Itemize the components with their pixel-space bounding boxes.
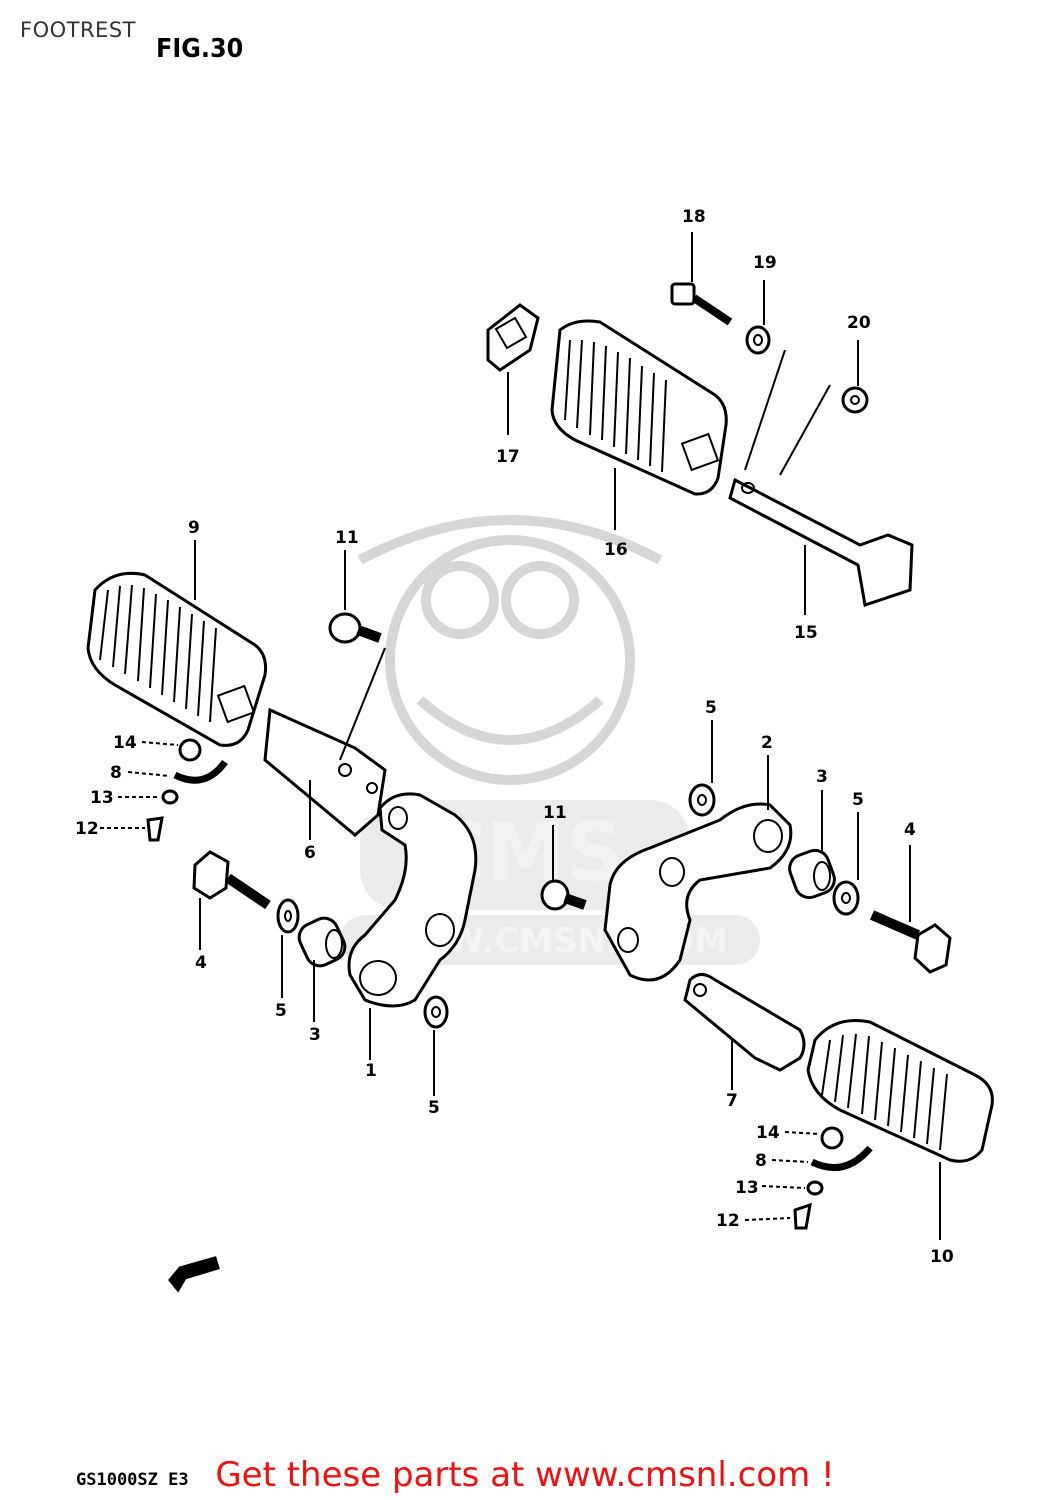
callout-11-left: 11	[335, 528, 359, 548]
callout-10: 10	[930, 1247, 954, 1267]
model-code: GS1000SZ E3	[76, 1470, 189, 1490]
callout-5-left-b: 5	[428, 1098, 440, 1118]
part-19-washer	[745, 280, 771, 355]
part-13-left	[118, 789, 179, 805]
part-13-right	[761, 1180, 824, 1196]
callout-14-right: 14	[756, 1123, 780, 1143]
part-17-plate	[486, 303, 540, 435]
part-15-pin	[728, 349, 914, 615]
part-18-bolt	[670, 232, 733, 326]
callout-13-left: 13	[90, 788, 114, 808]
callout-5-right: 5	[852, 790, 864, 810]
callout-13-right: 13	[735, 1178, 759, 1198]
callout-5-right-top: 5	[705, 698, 717, 718]
part-5-washer-left-b	[423, 995, 449, 1096]
part-10-rubber	[806, 1018, 994, 1240]
callout-4-right: 4	[904, 820, 916, 840]
part-14-right	[784, 1126, 844, 1150]
callout-16: 16	[604, 540, 628, 560]
page-title: FOOTREST	[20, 18, 136, 42]
callout-3-left: 3	[309, 1025, 321, 1045]
part-12-right	[744, 1202, 812, 1230]
part-7-pin	[683, 973, 806, 1090]
callout-19: 19	[753, 253, 777, 273]
callout-12-left: 12	[75, 819, 99, 839]
front-arrow-icon	[168, 1256, 220, 1293]
callout-5-left-a: 5	[275, 1001, 287, 1021]
callout-8-right: 8	[755, 1151, 767, 1171]
callout-11-right: 11	[543, 803, 567, 823]
part-1-bracket	[347, 792, 478, 1060]
callout-8-left: 8	[110, 763, 122, 783]
part-6-pin	[263, 707, 387, 840]
part-3-collar-right	[788, 790, 836, 900]
part-5-washer-right	[832, 812, 860, 916]
callout-1: 1	[365, 1061, 377, 1081]
callout-20: 20	[847, 313, 871, 333]
figure-label: FIG.30	[156, 34, 244, 64]
part-20-nut	[841, 340, 869, 414]
part-8-left	[127, 759, 228, 784]
callout-3-right: 3	[816, 767, 828, 787]
part-5-washer-right-top	[688, 720, 716, 817]
part-8-right	[771, 1145, 873, 1172]
callout-18: 18	[682, 207, 706, 227]
callout-15: 15	[794, 623, 818, 643]
part-11-pin-right	[540, 825, 587, 911]
part-12-left	[100, 816, 164, 842]
callout-4-left: 4	[195, 953, 207, 973]
part-5-washer-left-a	[276, 898, 300, 998]
part-2-bracket	[603, 755, 793, 982]
part-4-bolt-left	[192, 850, 271, 950]
part-3-collar-left	[297, 916, 347, 1022]
callout-14-left: 14	[113, 733, 137, 753]
callout-9: 9	[188, 518, 200, 538]
part-14-left	[141, 738, 202, 762]
callout-6: 6	[304, 843, 316, 863]
part-9-rubber	[86, 540, 267, 747]
part-16-rubber	[550, 319, 728, 530]
callout-7: 7	[726, 1091, 738, 1111]
callout-12-right: 12	[716, 1211, 740, 1231]
part-11-pin-left	[328, 550, 386, 761]
callout-17: 17	[496, 447, 520, 467]
callout-2: 2	[761, 733, 773, 753]
part-4-bolt-right	[870, 845, 952, 974]
get-parts-link[interactable]: Get these parts at www.cmsnl.com !	[215, 1455, 835, 1495]
